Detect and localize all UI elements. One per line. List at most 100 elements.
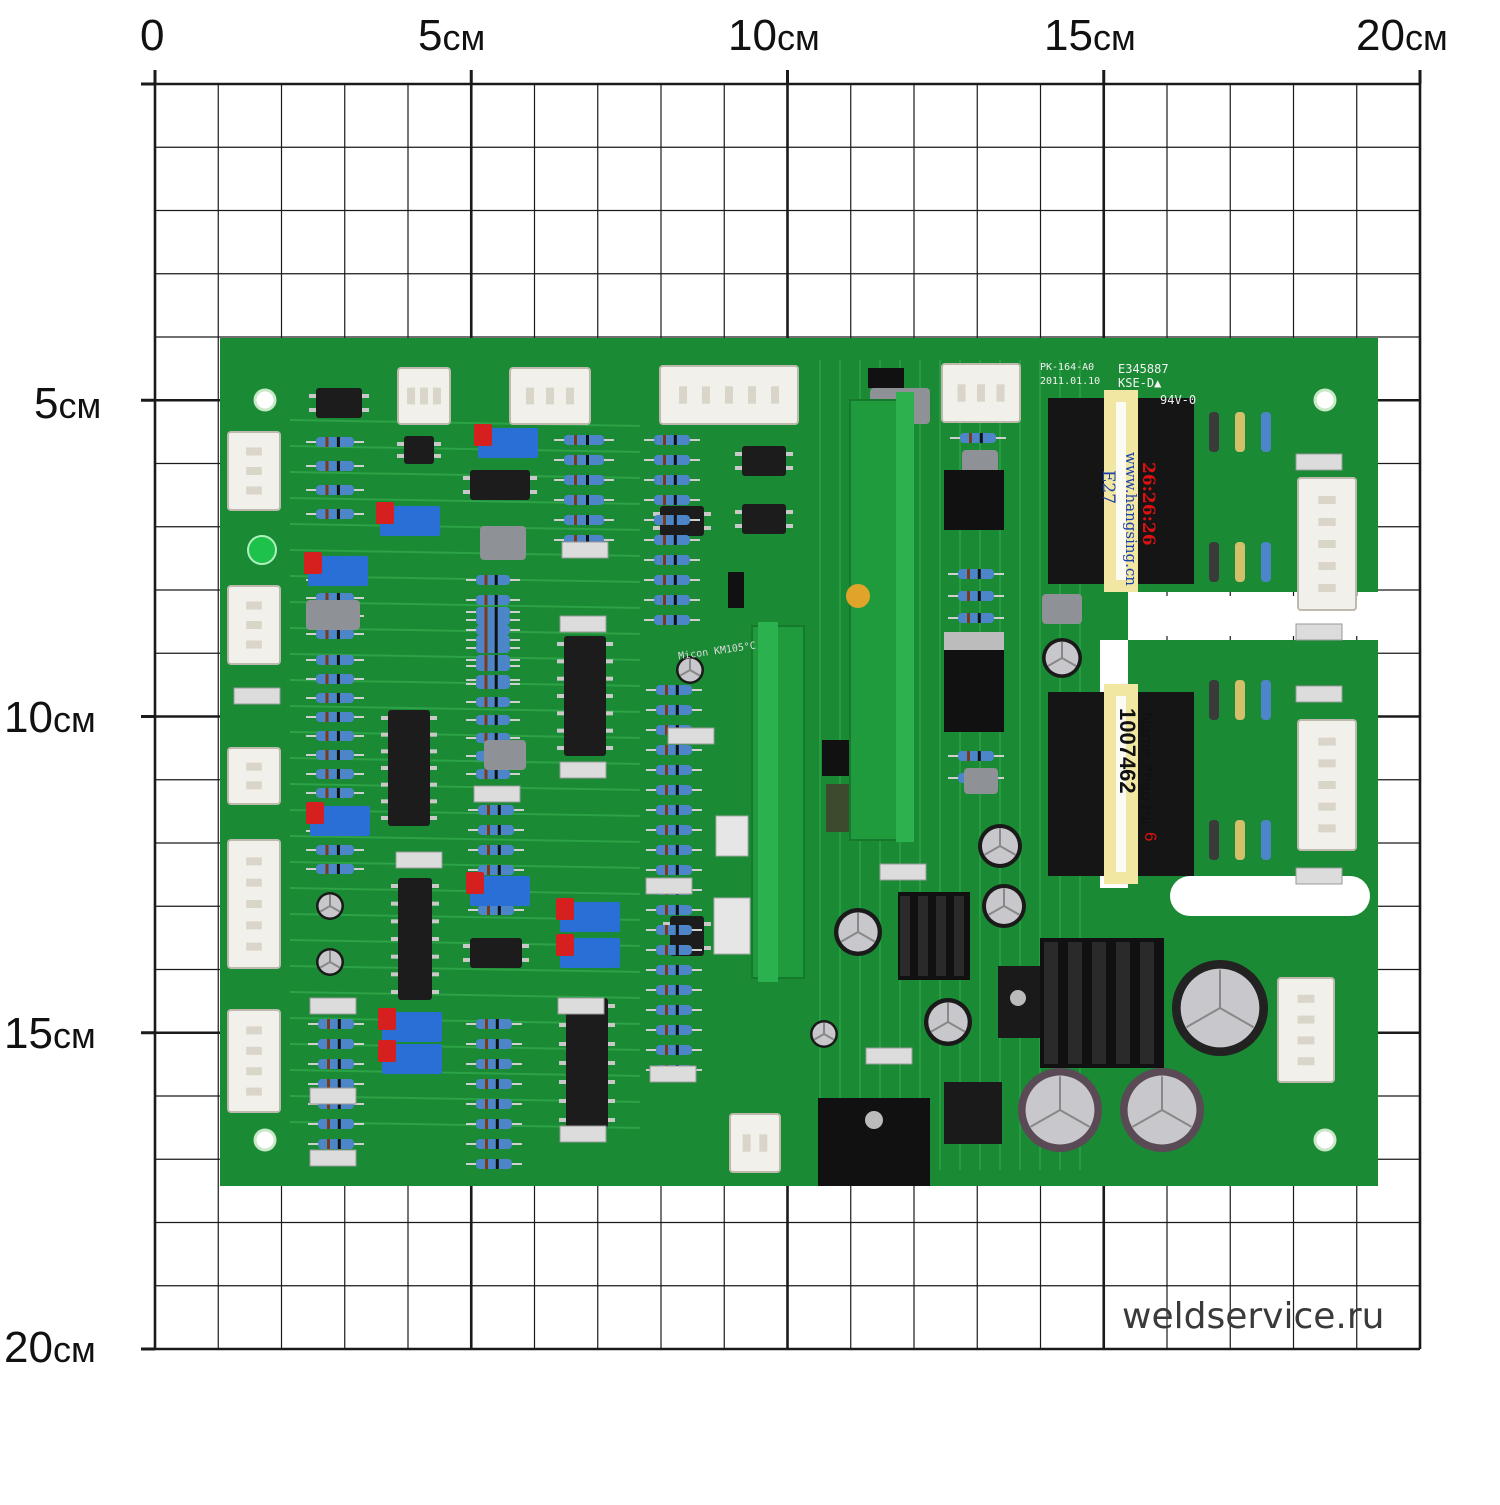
resistor-band bbox=[336, 788, 340, 798]
ic-pin bbox=[606, 694, 613, 698]
resistor bbox=[316, 485, 354, 495]
electrolytic-capacitor bbox=[978, 824, 1022, 868]
ic-chip bbox=[309, 388, 369, 418]
connector bbox=[509, 367, 591, 425]
xfmr-top-ratio: 26:26:26 bbox=[1138, 462, 1158, 546]
x-tick-5: 5см bbox=[418, 11, 486, 60]
mounting-hole bbox=[253, 388, 277, 412]
electrolytic-capacitor bbox=[1018, 1068, 1102, 1152]
ic-pin bbox=[397, 442, 404, 446]
resistor-band bbox=[497, 825, 501, 835]
resistor-band bbox=[485, 1079, 488, 1089]
resistor bbox=[316, 509, 354, 519]
connector-pin bbox=[1318, 781, 1336, 789]
resistor-band bbox=[487, 845, 490, 855]
ic-pin bbox=[704, 512, 711, 516]
resistor-band bbox=[336, 693, 340, 703]
resistor-band bbox=[325, 693, 329, 703]
ic-pin bbox=[391, 937, 398, 941]
ic-pin bbox=[704, 946, 711, 950]
smd-capacitor bbox=[879, 863, 927, 881]
ic-pin bbox=[608, 1004, 615, 1008]
connector-pin bbox=[246, 857, 262, 866]
ic-pin bbox=[530, 476, 537, 480]
connector-pin bbox=[420, 387, 428, 405]
ic-pin bbox=[362, 408, 369, 412]
film-capacitor bbox=[1042, 594, 1082, 624]
ic-chip bbox=[735, 446, 793, 476]
smd-capacitor bbox=[865, 1047, 913, 1065]
resistor bbox=[316, 731, 354, 741]
daughter-board-edge bbox=[758, 622, 778, 982]
connector-pin bbox=[977, 384, 985, 402]
ic-pin bbox=[432, 937, 439, 941]
connector bbox=[1297, 477, 1357, 611]
smd-capacitor bbox=[557, 997, 605, 1015]
jumper bbox=[868, 368, 904, 388]
trimmer-body bbox=[560, 938, 620, 968]
ic-pin bbox=[430, 782, 437, 787]
trimmer-body bbox=[308, 556, 368, 586]
ecap-vent bbox=[930, 1021, 949, 1033]
resistor bbox=[564, 435, 604, 445]
resistor-band bbox=[337, 1059, 341, 1069]
ic-pin bbox=[381, 716, 388, 720]
board-code: PK-164-A0 bbox=[1040, 362, 1095, 373]
resistor bbox=[476, 575, 510, 585]
mounting-hole bbox=[1313, 1128, 1337, 1152]
resistor-band bbox=[337, 1039, 341, 1049]
power-transistor bbox=[944, 648, 1004, 732]
resistor-band bbox=[337, 1119, 341, 1129]
resistor-band bbox=[665, 745, 668, 755]
ic-pin bbox=[391, 919, 398, 924]
ecap-vent bbox=[1059, 1109, 1090, 1128]
ic-pin bbox=[430, 732, 437, 737]
resistor-vertical bbox=[1235, 680, 1245, 720]
resistor-band bbox=[967, 613, 970, 623]
trace bbox=[289, 991, 641, 999]
resistor-band bbox=[675, 685, 679, 695]
resistor bbox=[318, 1119, 354, 1129]
connector-body bbox=[729, 1113, 781, 1173]
resistor-band bbox=[336, 629, 340, 639]
resistor-band bbox=[673, 435, 677, 445]
ic-pin bbox=[608, 1023, 615, 1027]
resistor bbox=[476, 1159, 512, 1169]
resistor bbox=[316, 437, 354, 447]
resistor-band bbox=[487, 865, 490, 875]
resistor-band bbox=[497, 865, 501, 875]
trimmer-body bbox=[310, 806, 370, 836]
resistor bbox=[476, 595, 510, 605]
ic-body bbox=[564, 636, 606, 756]
ic-pin bbox=[432, 990, 439, 994]
smd-capacitor bbox=[645, 877, 693, 895]
trimmer-pot bbox=[556, 898, 620, 932]
resistor-band bbox=[484, 733, 488, 743]
ecap-vent bbox=[823, 1033, 835, 1041]
connector-pin bbox=[702, 386, 710, 404]
resistor-band bbox=[574, 535, 577, 545]
x-tick-15: 15см bbox=[1044, 11, 1136, 60]
resistor bbox=[476, 661, 510, 671]
trimmer-pot bbox=[378, 1008, 442, 1042]
resistor-band bbox=[495, 1099, 499, 1109]
resistor-band bbox=[485, 1039, 488, 1049]
film-capacitor bbox=[480, 526, 526, 560]
ic-pin bbox=[608, 1118, 615, 1122]
resistor bbox=[476, 697, 510, 707]
resistor bbox=[656, 745, 692, 755]
resistor-band bbox=[487, 905, 490, 915]
resistor-band bbox=[663, 475, 666, 485]
resistor-band bbox=[485, 1059, 488, 1069]
resistor bbox=[316, 864, 354, 874]
resistor bbox=[476, 1039, 512, 1049]
resistor bbox=[476, 715, 510, 725]
resistor-band bbox=[665, 785, 668, 795]
resistor-band bbox=[977, 569, 981, 579]
connector-pin bbox=[246, 1026, 262, 1035]
connector-pin bbox=[1318, 802, 1336, 811]
resistor bbox=[656, 845, 692, 855]
connector-pin bbox=[679, 386, 687, 404]
resistor-band bbox=[494, 643, 498, 653]
resistor-band bbox=[336, 731, 340, 741]
